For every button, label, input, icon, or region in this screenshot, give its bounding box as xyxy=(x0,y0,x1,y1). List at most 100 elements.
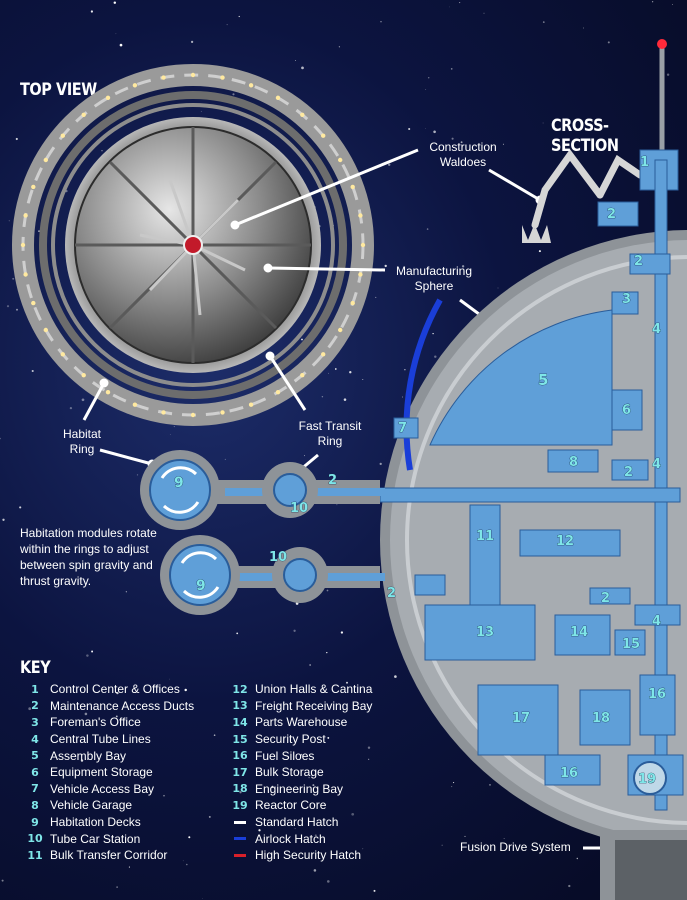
key-label: Union Halls & Cantina xyxy=(255,682,373,697)
key-number: 9 xyxy=(31,815,39,829)
star xyxy=(425,127,426,129)
star xyxy=(163,794,165,797)
star xyxy=(236,632,239,635)
label-16a: 16 xyxy=(648,687,666,702)
star xyxy=(72,446,75,448)
ring-light xyxy=(358,272,363,277)
star xyxy=(239,791,242,794)
ring-light xyxy=(321,133,326,138)
key-number: 15 xyxy=(232,732,248,746)
star xyxy=(503,838,505,839)
star xyxy=(164,853,166,855)
vehicle-garage-room xyxy=(547,449,599,473)
ring-light xyxy=(338,327,343,333)
ring-light xyxy=(161,410,166,415)
star xyxy=(460,141,463,144)
star xyxy=(384,264,387,268)
star xyxy=(308,776,310,779)
ring-light xyxy=(60,133,65,138)
ring-light xyxy=(300,112,305,118)
ring-light xyxy=(81,112,86,118)
star xyxy=(313,869,317,872)
label-10b: 10 xyxy=(269,550,287,565)
star xyxy=(213,734,216,737)
star xyxy=(461,265,465,268)
star xyxy=(188,836,191,839)
star xyxy=(538,250,541,253)
ring-light xyxy=(43,157,48,163)
star xyxy=(451,137,454,140)
star xyxy=(340,631,344,634)
key-label: Engineering Bay xyxy=(255,781,344,796)
star xyxy=(2,518,5,521)
key-label: Parts Warehouse xyxy=(255,715,348,730)
central-tube-line xyxy=(654,159,668,811)
star xyxy=(427,76,430,79)
star xyxy=(294,60,296,61)
star xyxy=(16,308,18,311)
label-2b: 2 xyxy=(634,254,643,269)
star xyxy=(402,396,403,398)
top-view-heading: TOP VIEW xyxy=(20,80,97,100)
key-number: 6 xyxy=(31,765,39,779)
star xyxy=(304,455,305,457)
callout-construction-waldoes: Construction Waldoes xyxy=(429,140,497,169)
ring-light xyxy=(105,95,111,101)
key-label: Foreman's Office xyxy=(50,715,141,730)
star xyxy=(8,220,10,222)
star xyxy=(326,880,330,883)
hatch-legend-row: High Security Hatch xyxy=(228,847,372,864)
label-11: 11 xyxy=(476,529,494,544)
ring-light xyxy=(161,75,166,80)
hatch-swatch-icon xyxy=(228,853,252,857)
star xyxy=(542,122,544,124)
label-2f: 2 xyxy=(601,591,610,606)
callout-habitat-ring: Habitat Ring xyxy=(62,427,102,456)
star xyxy=(362,378,364,380)
star xyxy=(375,296,377,298)
star xyxy=(31,369,34,373)
union-halls-room xyxy=(519,529,621,557)
label-18: 18 xyxy=(592,711,610,726)
star xyxy=(373,889,376,892)
key-number: 2 xyxy=(31,699,39,713)
label-15: 15 xyxy=(622,637,640,652)
label-19: 19 xyxy=(638,772,656,787)
star xyxy=(343,398,347,401)
star xyxy=(338,46,341,48)
key-number: 8 xyxy=(31,798,39,812)
star xyxy=(182,860,184,862)
label-10a: 10 xyxy=(290,501,308,516)
bulk-transfer-corridor xyxy=(379,487,681,503)
ring-light xyxy=(60,352,65,357)
star xyxy=(119,43,123,47)
key-number: 17 xyxy=(232,765,248,779)
key-number: 1 xyxy=(31,682,39,696)
star xyxy=(173,426,175,428)
key-heading: KEY xyxy=(20,658,51,678)
star xyxy=(379,462,382,466)
label-4b: 4 xyxy=(652,457,661,472)
star xyxy=(226,24,228,26)
star xyxy=(449,6,450,8)
star xyxy=(426,228,429,230)
star xyxy=(116,886,118,888)
top-view-station xyxy=(12,64,374,426)
ring-light xyxy=(20,242,26,248)
key-label: Control Center & Offices xyxy=(50,682,180,697)
star xyxy=(136,474,139,476)
key-number: 5 xyxy=(31,749,39,763)
label-12: 12 xyxy=(556,534,574,549)
star xyxy=(201,898,203,900)
key-label: Freight Receiving Bay xyxy=(255,698,373,713)
